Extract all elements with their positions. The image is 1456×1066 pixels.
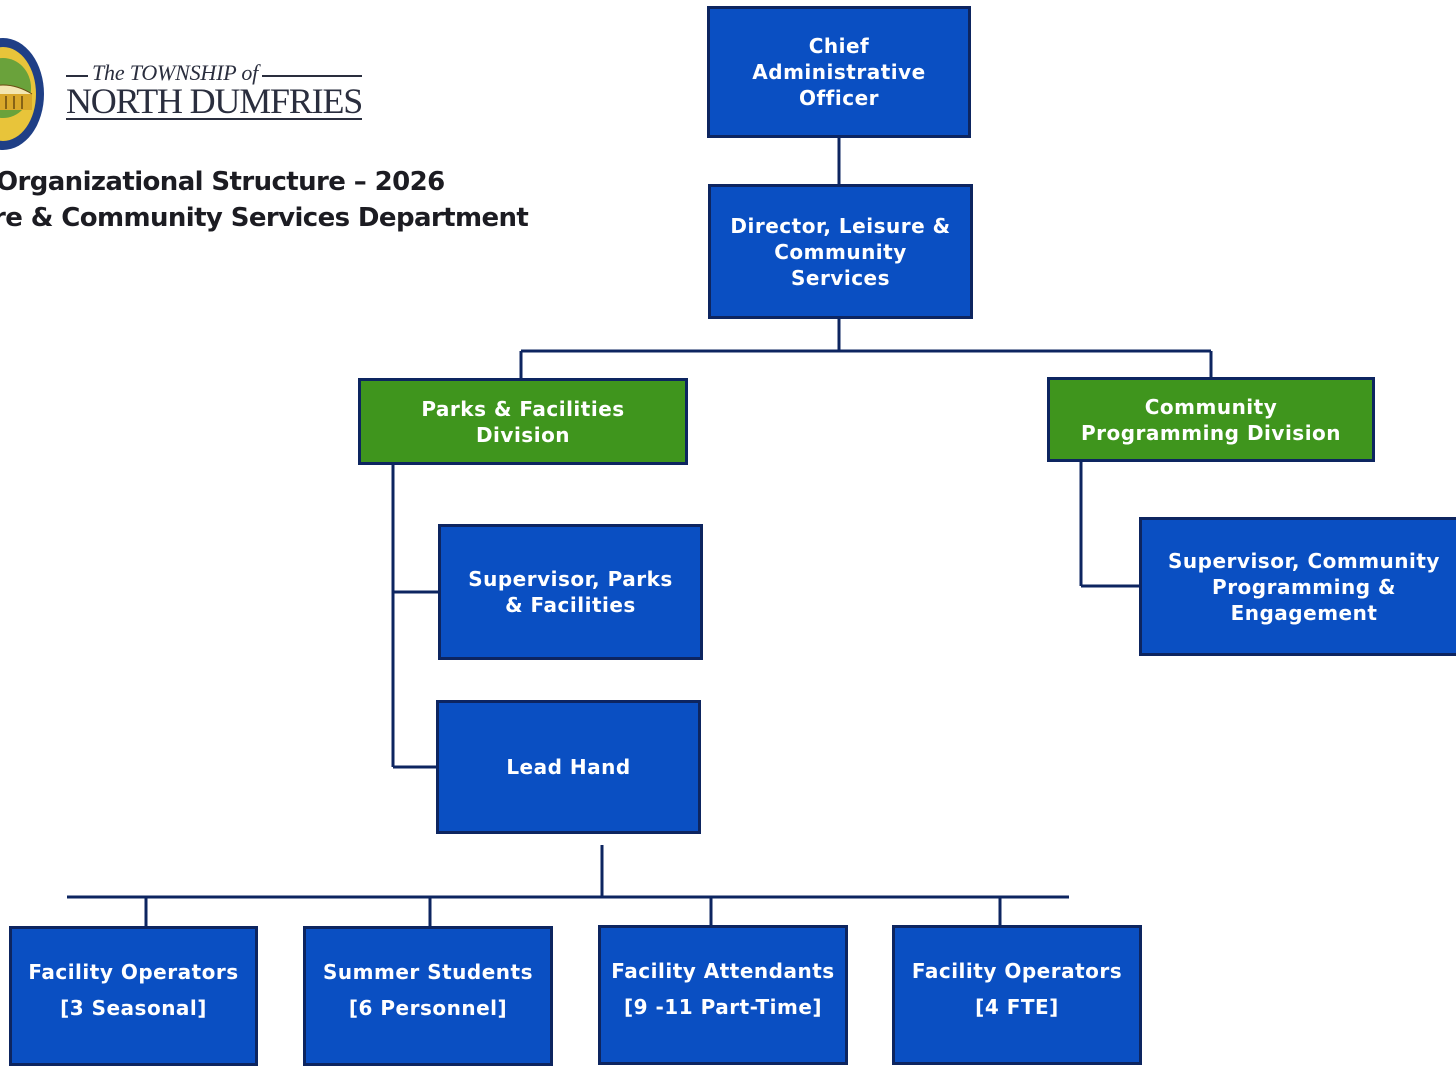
township-seal-logo: [0, 38, 44, 150]
brand-wordmark-small: The TOWNSHIP of: [66, 60, 362, 86]
staff-box-summer-students: Summer Students [6 Personnel]: [303, 926, 553, 1066]
brand-wordmark: NORTH DUMFRIES: [66, 81, 363, 121]
staff-title: Facility Operators: [911, 959, 1123, 983]
director-label: Director, Leisure & Community Services: [730, 213, 951, 290]
staff-title: Facility Attendants: [611, 959, 835, 983]
staff-detail: [6 Personnel]: [348, 996, 508, 1020]
supervisor-programming-box: Supervisor, Community Programming & Enga…: [1139, 517, 1456, 656]
staff-box-facility-operators-seasonal: Facility Operators [3 Seasonal]: [9, 926, 258, 1066]
supervisor-parks-box: Supervisor, Parks & Facilities: [438, 524, 703, 660]
lead-hand-box: Lead Hand: [436, 700, 701, 834]
supervisor-parks-label: Supervisor, Parks & Facilities: [468, 567, 673, 617]
staff-box-facility-operators-fte: Facility Operators [4 FTE]: [892, 925, 1142, 1065]
staff-box-facility-attendants: Facility Attendants [9 -11 Part-Time]: [598, 925, 848, 1065]
lead-hand-label: Lead Hand: [506, 755, 631, 779]
staff-title: Summer Students: [323, 960, 533, 984]
department-title: re & Community Services Department: [0, 203, 529, 233]
supervisor-programming-label: Supervisor, Community Programming & Enga…: [1168, 548, 1440, 625]
staff-detail: [3 Seasonal]: [60, 996, 207, 1020]
cao-box: Chief Administrative Officer: [707, 6, 971, 138]
cao-label: Chief Administrative Officer: [752, 34, 926, 110]
brand-underline: [66, 118, 362, 120]
director-box: Director, Leisure & Community Services: [708, 184, 973, 319]
staff-title: Facility Operators: [28, 960, 239, 984]
staff-detail: [9 -11 Part-Time]: [623, 995, 823, 1019]
programming-division-box: Community Programming Division: [1047, 377, 1375, 462]
staff-detail: [4 FTE]: [975, 995, 1059, 1019]
parks-division-label: Parks & Facilities Division: [421, 396, 625, 447]
programming-division-label: Community Programming Division: [1080, 394, 1342, 445]
parks-division-box: Parks & Facilities Division: [358, 378, 688, 465]
document-title: Organizational Structure – 2026: [0, 167, 445, 197]
